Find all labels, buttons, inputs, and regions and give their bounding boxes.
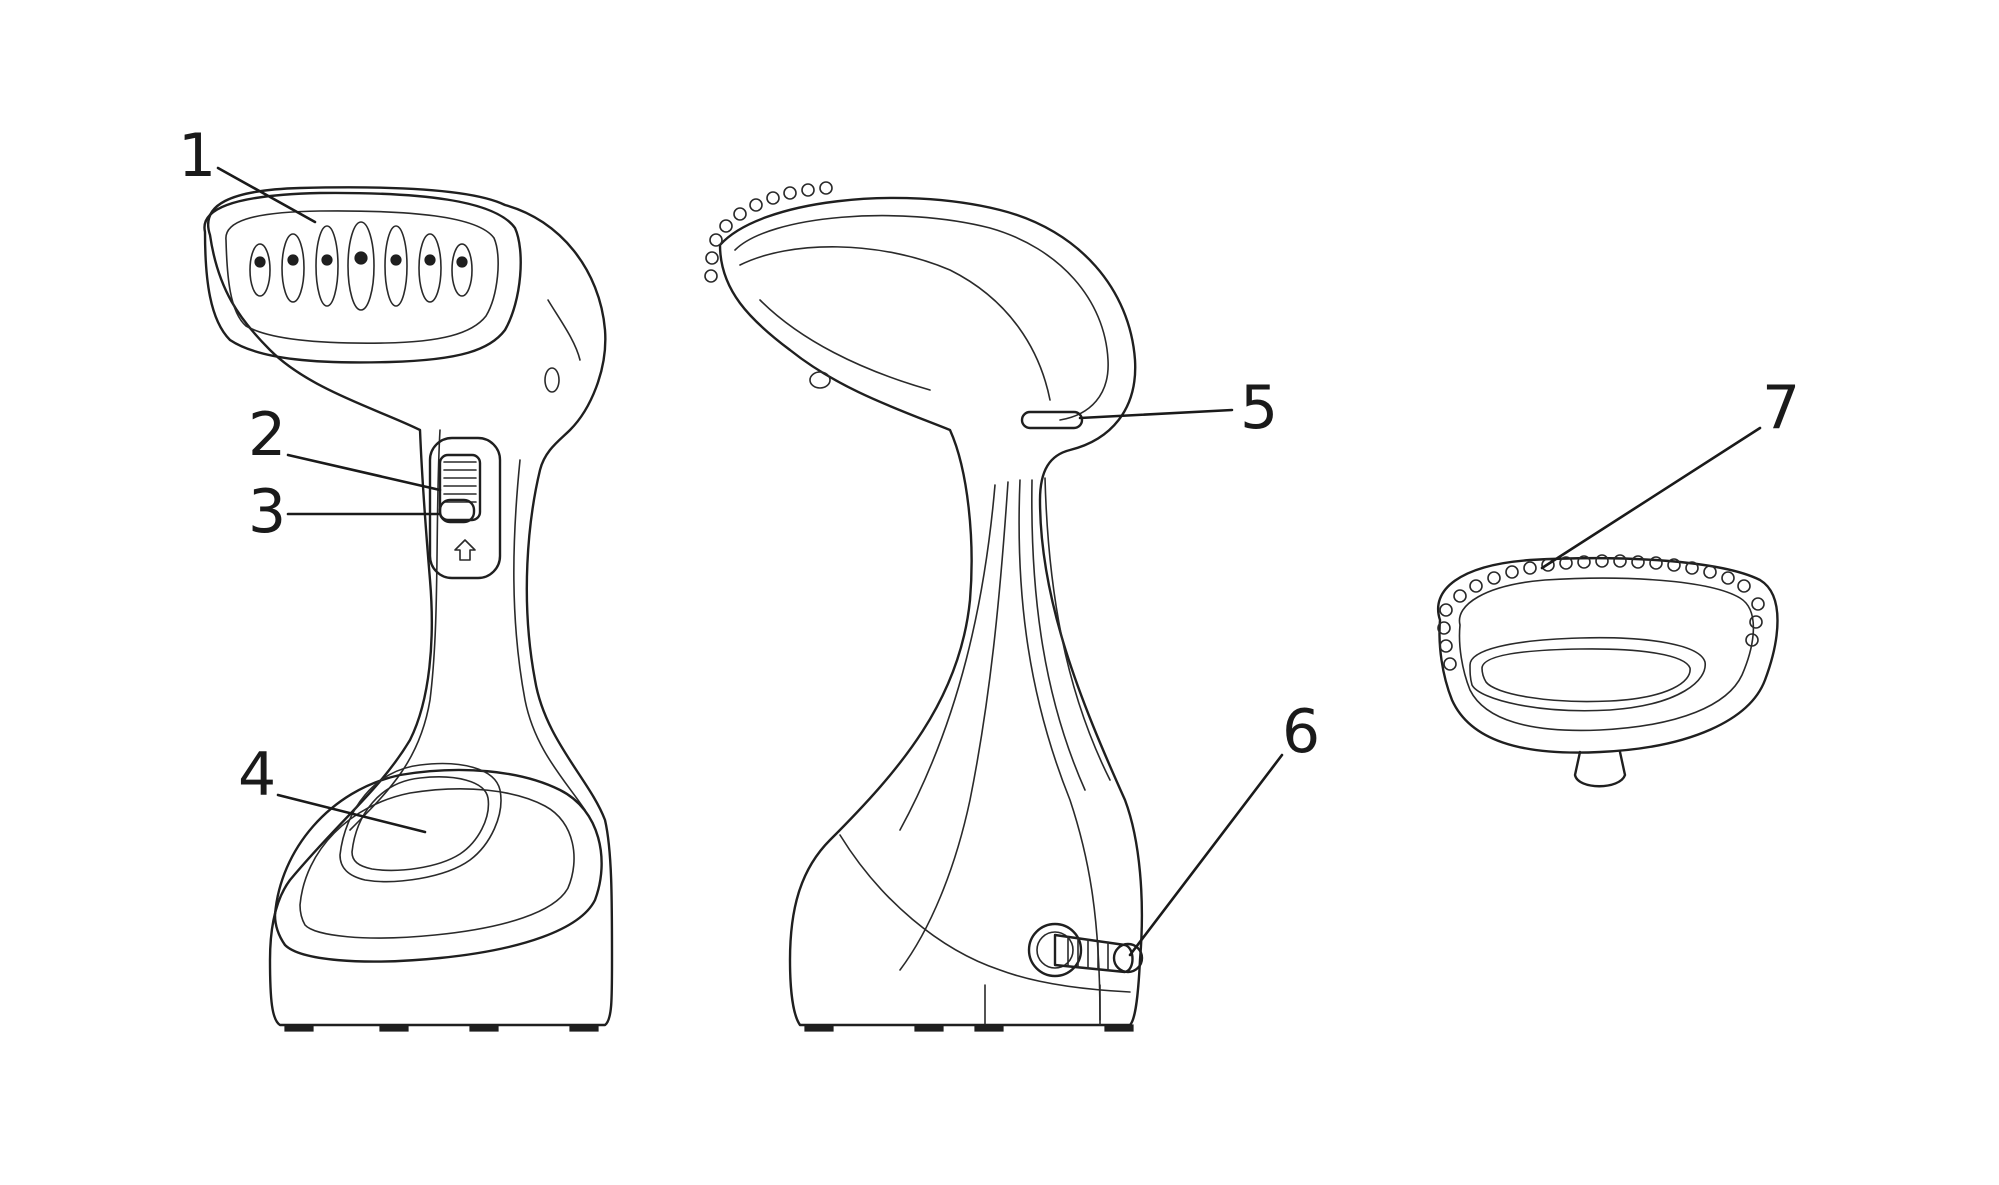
side-head-contour-3 (759, 299, 931, 391)
front-steam-vents (249, 221, 473, 311)
leader-lines (216, 166, 1762, 957)
side-cord-grip (1067, 936, 1109, 971)
side-power-cord (1053, 933, 1134, 974)
callout-labels: 1 2 3 4 5 6 7 (178, 121, 1800, 810)
leader-line-6 (1128, 753, 1284, 957)
front-base-feet (284, 1024, 599, 1032)
brush-bristles (1437, 554, 1765, 671)
leader-line-1 (216, 166, 317, 224)
side-cord-socket-outer (1027, 922, 1083, 978)
brush-clip-tab (1573, 750, 1627, 788)
steamer-side-view (704, 181, 1144, 1032)
leader-line-4 (276, 793, 427, 834)
side-base-feet (804, 1024, 1134, 1032)
callout-3: 3 (248, 477, 286, 547)
leader-line-7 (1540, 426, 1762, 570)
front-steam-button-grip (443, 461, 477, 503)
side-indicator-light (1020, 410, 1084, 430)
callout-4: 4 (238, 740, 276, 810)
front-lock-icon (454, 539, 476, 561)
side-base-curve (839, 834, 1131, 993)
leader-line-5 (1078, 408, 1234, 420)
side-cord-socket-inner (1036, 931, 1074, 969)
brush-plate (1469, 636, 1706, 712)
front-water-tank-mid (299, 788, 575, 939)
brush-inner-shell (1458, 577, 1755, 732)
front-lock-button (438, 498, 476, 524)
front-head-indicator (544, 367, 560, 393)
side-brush-bristles (704, 181, 833, 283)
front-fill-cap-inner (351, 776, 490, 872)
callout-6: 6 (1282, 697, 1320, 767)
callout-5: 5 (1240, 373, 1278, 443)
side-head-contour-1 (734, 214, 1109, 421)
callout-7: 7 (1762, 373, 1800, 443)
front-handle-line-left (349, 429, 441, 831)
front-steam-head-outline (207, 186, 614, 1027)
steamer-front-view (203, 186, 614, 1032)
front-head-side-detail (547, 299, 581, 361)
side-head-contour-2 (739, 246, 1051, 401)
brush-outer-shell (1437, 557, 1779, 754)
front-fill-cap-outer (339, 762, 502, 883)
front-handle-line-right (513, 459, 586, 811)
side-cord-end (1112, 942, 1144, 974)
front-switch-housing (428, 436, 502, 580)
front-steam-plate-inner (225, 210, 499, 344)
leader-line-2 (286, 453, 442, 492)
side-body-outline (718, 196, 1144, 1027)
callout-2: 2 (248, 400, 286, 470)
callout-1: 1 (178, 121, 216, 191)
brush-attachment (1437, 554, 1779, 788)
side-head-knob (809, 371, 831, 389)
front-steam-button (438, 453, 482, 522)
front-steam-plate-ring (203, 191, 522, 364)
side-stem-lines (899, 477, 1111, 1021)
brush-plate-inner (1481, 648, 1691, 703)
